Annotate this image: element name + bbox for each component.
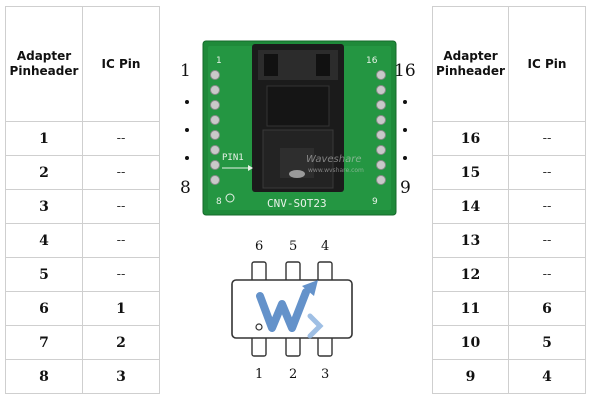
adapter-pin-cell: 16 bbox=[432, 121, 509, 156]
table-row: 16-- bbox=[432, 121, 586, 156]
ic-pin-cell: 1 bbox=[82, 291, 160, 326]
adapter-pin-cell: 10 bbox=[432, 325, 509, 360]
left-header-ic-pin: IC Pin bbox=[82, 6, 160, 122]
ic-pin-cell: -- bbox=[82, 121, 160, 156]
adapter-pin-cell: 7 bbox=[5, 325, 83, 360]
table-row: 2-- bbox=[5, 155, 160, 190]
left-table-header-row: Adapter Pinheader IC Pin bbox=[5, 6, 160, 122]
table-row: 14-- bbox=[432, 189, 586, 224]
table-row: 15-- bbox=[432, 155, 586, 190]
ic-pin-cell: -- bbox=[82, 257, 160, 292]
table-row: 1-- bbox=[5, 121, 160, 156]
adapter-pin-cell: 2 bbox=[5, 155, 83, 190]
right-table-header-row: Adapter Pinheader IC Pin bbox=[432, 6, 586, 122]
watermark-url: www.wvshare.com bbox=[308, 167, 364, 174]
sot23-chip-diagram bbox=[231, 261, 353, 357]
adapter-pin-cell: 8 bbox=[5, 359, 83, 394]
right-header-ic-pin: IC Pin bbox=[508, 6, 586, 122]
adapter-pin-cell: 12 bbox=[432, 257, 509, 292]
silk-pin1-arrow-label: PIN1 bbox=[222, 153, 244, 163]
ic-pin-cell: -- bbox=[82, 155, 160, 190]
ic-pin-cell: -- bbox=[508, 223, 586, 258]
adapter-pin-cell: 9 bbox=[432, 359, 509, 394]
adapter-pin-cell: 3 bbox=[5, 189, 83, 224]
adapter-pin-cell: 14 bbox=[432, 189, 509, 224]
silk-pin9: 9 bbox=[372, 197, 378, 207]
ic-pin-cell: 4 bbox=[508, 359, 586, 394]
adapter-pin-cell: 11 bbox=[432, 291, 509, 326]
silk-pin16: 16 bbox=[366, 56, 378, 66]
ic-pin-cell: -- bbox=[508, 189, 586, 224]
board-pin-label-16: 16 bbox=[394, 61, 416, 81]
ellipsis-dot bbox=[403, 100, 407, 104]
adapter-pin-cell: 13 bbox=[432, 223, 509, 258]
ic-pin-cell: 3 bbox=[82, 359, 160, 394]
adapter-board-photo: 1 8 16 9 PIN1 CNV-SOT23 Waveshare www.wv… bbox=[202, 40, 397, 216]
right-pin-table: Adapter Pinheader IC Pin 16-- 15-- 14-- … bbox=[432, 6, 586, 394]
ic-pin-cell: -- bbox=[508, 155, 586, 190]
table-row: 3-- bbox=[5, 189, 160, 224]
ic-pin-cell: -- bbox=[508, 121, 586, 156]
table-row: 13-- bbox=[432, 223, 586, 258]
chip-bottom-pin-2: 2 bbox=[289, 367, 298, 382]
table-row: 5-- bbox=[5, 257, 160, 292]
waveshare-logo-icon bbox=[256, 280, 324, 339]
adapter-pin-cell: 5 bbox=[5, 257, 83, 292]
left-header-adapter-pinheader: Adapter Pinheader bbox=[5, 6, 83, 122]
table-row: 12-- bbox=[432, 257, 586, 292]
adapter-pin-cell: 15 bbox=[432, 155, 509, 190]
adapter-pin-cell: 4 bbox=[5, 223, 83, 258]
ic-pin-cell: -- bbox=[82, 223, 160, 258]
chip-top-pin-6: 6 bbox=[255, 239, 264, 254]
ic-pin-cell: -- bbox=[508, 257, 586, 292]
table-row: 4-- bbox=[5, 223, 160, 258]
ellipsis-dot bbox=[185, 156, 189, 160]
chip-top-pin-5: 5 bbox=[289, 239, 298, 254]
watermark-text: Waveshare bbox=[306, 154, 361, 165]
board-pin-label-9: 9 bbox=[400, 178, 411, 198]
ellipsis-dot bbox=[403, 128, 407, 132]
silk-pin1: 1 bbox=[216, 56, 222, 66]
ic-pin-cell: 2 bbox=[82, 325, 160, 360]
right-header-adapter-pinheader: Adapter Pinheader bbox=[432, 6, 509, 122]
chip-top-pin-4: 4 bbox=[321, 239, 330, 254]
ic-pin-cell: -- bbox=[82, 189, 160, 224]
center-illustration: 1 8 16 9 bbox=[160, 6, 432, 398]
board-pin-label-8: 8 bbox=[180, 178, 191, 198]
ic-pin-cell: 5 bbox=[508, 325, 586, 360]
left-pin-table: Adapter Pinheader IC Pin 1-- 2-- 3-- 4--… bbox=[5, 6, 160, 394]
silk-board-name: CNV-SOT23 bbox=[267, 197, 327, 210]
adapter-pin-cell: 1 bbox=[5, 121, 83, 156]
chip-bottom-pin-1: 1 bbox=[255, 367, 264, 382]
ellipsis-dot bbox=[403, 156, 407, 160]
board-pin-label-1: 1 bbox=[180, 61, 191, 81]
ic-pin-cell: 6 bbox=[508, 291, 586, 326]
adapter-pin-cell: 6 bbox=[5, 291, 83, 326]
ellipsis-dot bbox=[185, 100, 189, 104]
silk-pin8: 8 bbox=[216, 197, 222, 207]
ellipsis-dot bbox=[185, 128, 189, 132]
chip-bottom-pin-3: 3 bbox=[321, 367, 330, 382]
